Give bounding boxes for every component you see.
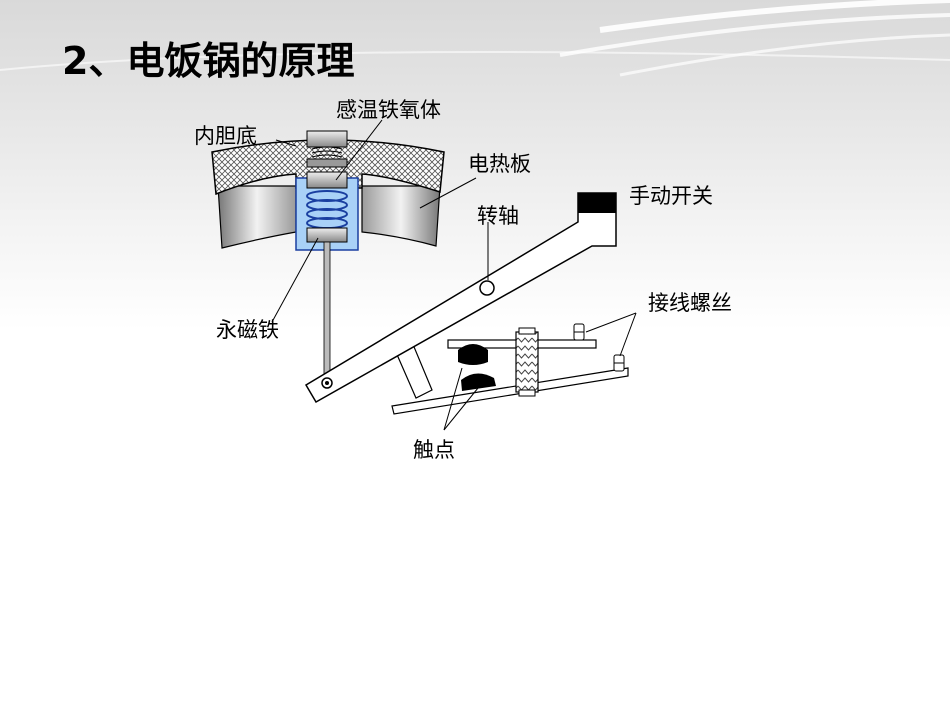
label-connection-screws: 接线螺丝 <box>648 291 732 315</box>
leader-lines <box>271 119 637 431</box>
thermal-ferrite <box>306 130 348 168</box>
switch-cap <box>578 193 616 213</box>
label-permanent-magnet: 永磁铁 <box>216 318 279 342</box>
label-thermal-ferrite: 感温铁氧体 <box>336 98 441 122</box>
label-manual-switch: 手动开关 <box>629 184 713 208</box>
contact-assembly <box>391 323 629 415</box>
lower-contact <box>461 373 496 391</box>
spring <box>306 190 348 229</box>
pivot <box>479 280 495 296</box>
screw-1 <box>573 323 585 341</box>
heating-plate <box>217 185 441 249</box>
upper-contact <box>458 344 488 365</box>
slide-title: 2、电饭锅的原理 <box>62 39 355 83</box>
label-heating-plate: 电热板 <box>468 152 531 176</box>
label-contacts: 触点 <box>413 438 455 462</box>
lever-arm <box>304 192 617 404</box>
label-pivot: 转轴 <box>477 204 519 228</box>
push-rod <box>323 241 331 383</box>
screw-2 <box>613 354 625 372</box>
permanent-magnet <box>295 171 359 251</box>
label-inner-pot-bottom: 内胆底 <box>194 124 257 148</box>
